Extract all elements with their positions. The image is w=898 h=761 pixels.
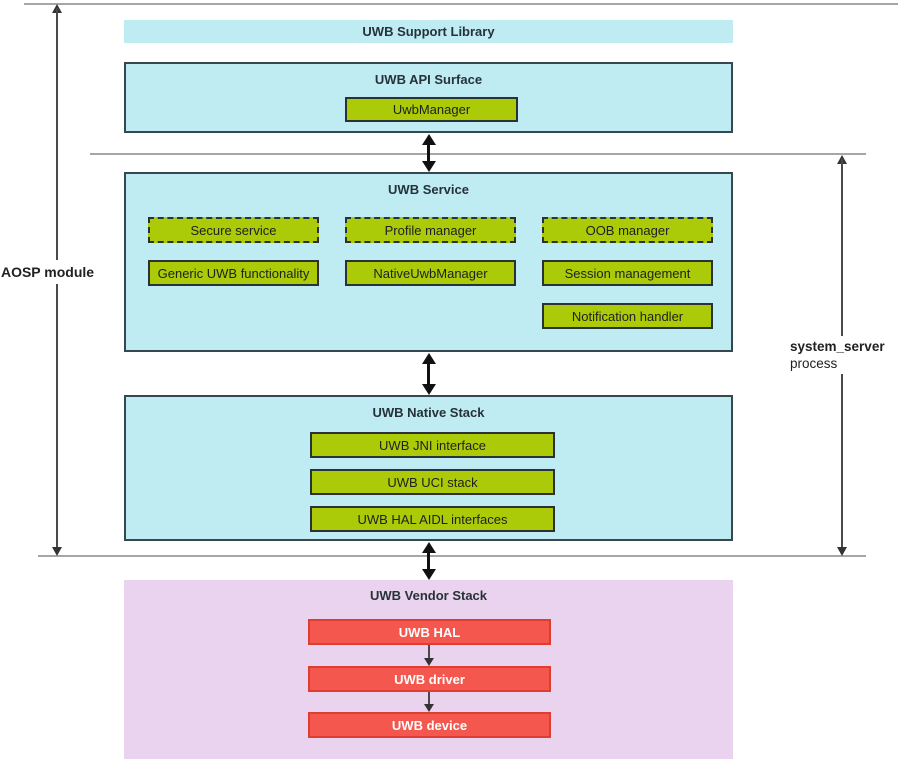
arrow-down-icon — [422, 161, 436, 172]
api-service-double-arrow — [422, 134, 436, 172]
arrow-shaft — [427, 548, 430, 574]
uwb-hal-aidl-interfaces-chip: UWB HAL AIDL interfaces — [310, 506, 555, 532]
aosp-module-label: AOSP module — [0, 260, 95, 284]
native-vendor-double-arrow — [422, 542, 436, 580]
arrow-shaft — [428, 692, 430, 709]
driver-device-arrow — [424, 692, 434, 712]
arrow-down-icon — [52, 547, 62, 556]
uwb-service-box: UWB Service Secure service Profile manag… — [124, 172, 733, 352]
arrow-down-icon — [422, 569, 436, 580]
system-server-label: system_server process — [787, 336, 886, 374]
hal-driver-arrow — [424, 645, 434, 666]
arrow-down-icon — [422, 384, 436, 395]
arrow-up-icon — [422, 134, 436, 145]
secure-service-chip: Secure service — [148, 217, 319, 243]
uwb-jni-interface-chip: UWB JNI interface — [310, 432, 555, 458]
arrow-down-icon — [837, 547, 847, 556]
oob-manager-chip: OOB manager — [542, 217, 713, 243]
top-boundary-line — [24, 3, 898, 5]
arrow-shaft — [427, 140, 430, 166]
uwb-vendor-stack-box: UWB Vendor Stack UWB HAL UWB driver UWB … — [124, 580, 733, 759]
uwb-service-title: UWB Service — [388, 182, 469, 197]
arrow-down-icon — [424, 658, 434, 666]
native-uwb-manager-chip: NativeUwbManager — [345, 260, 516, 286]
uwbmanager-chip: UwbManager — [345, 97, 518, 122]
uwb-device-chip: UWB device — [308, 712, 551, 738]
system-server-label-line2: process — [790, 356, 838, 371]
uwb-native-stack-box: UWB Native Stack UWB JNI interface UWB U… — [124, 395, 733, 541]
uwb-support-library-bar: UWB Support Library — [124, 20, 733, 43]
uwb-uci-stack-chip: UWB UCI stack — [310, 469, 555, 495]
uwb-support-library-title: UWB Support Library — [362, 24, 495, 39]
uwb-vendor-stack-title: UWB Vendor Stack — [369, 588, 488, 603]
uwb-driver-chip: UWB driver — [308, 666, 551, 692]
arrow-shaft — [428, 645, 430, 663]
generic-uwb-functionality-chip: Generic UWB functionality — [148, 260, 319, 286]
bottom-boundary-line — [38, 555, 866, 557]
profile-manager-chip: Profile manager — [345, 217, 516, 243]
uwb-native-stack-title: UWB Native Stack — [372, 405, 485, 420]
uwb-hal-chip: UWB HAL — [308, 619, 551, 645]
system-server-label-line1: system_server — [790, 339, 885, 354]
arrow-up-icon — [422, 542, 436, 553]
session-management-chip: Session management — [542, 260, 713, 286]
uwb-api-surface-title: UWB API Surface — [374, 72, 483, 87]
service-native-double-arrow — [422, 353, 436, 395]
arrow-down-icon — [424, 704, 434, 712]
notification-handler-chip: Notification handler — [542, 303, 713, 329]
arrow-shaft — [427, 359, 430, 389]
system-server-top-line — [90, 153, 866, 155]
uwb-api-surface-box: UWB API Surface UwbManager — [124, 62, 733, 133]
arrow-up-icon — [422, 353, 436, 364]
